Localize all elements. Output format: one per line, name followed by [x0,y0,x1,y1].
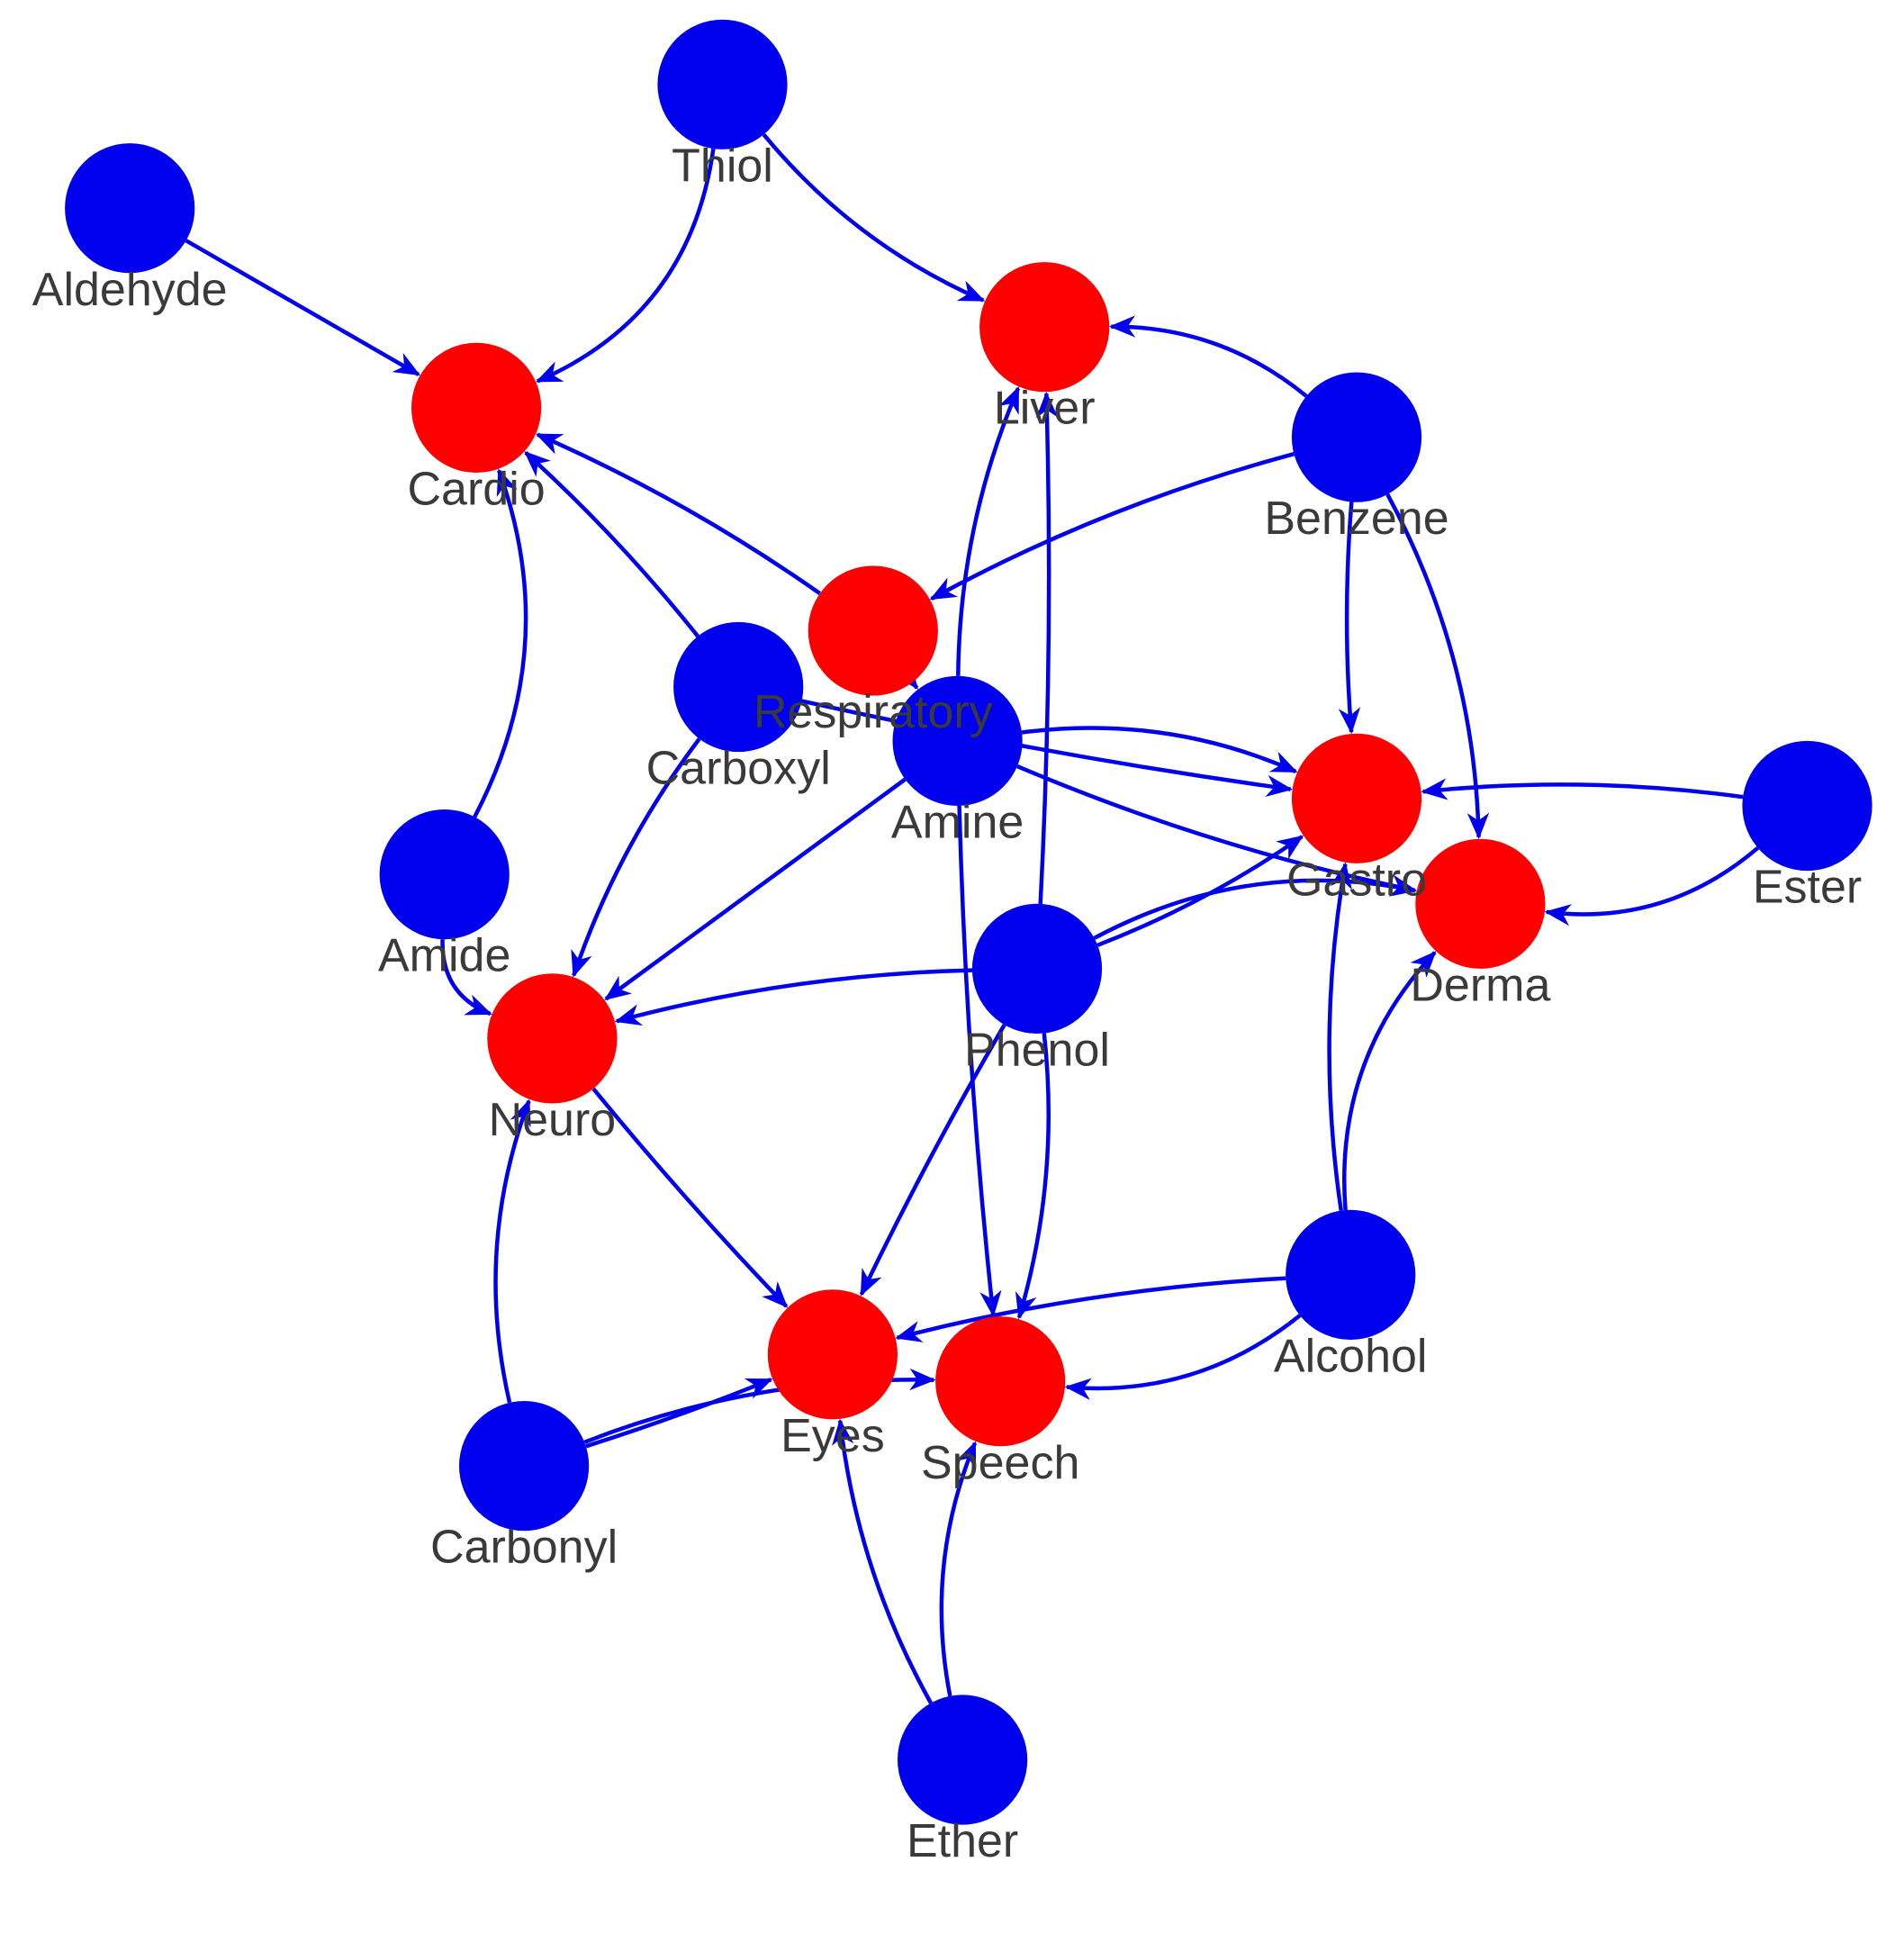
node-label-neuro: Neuro [489,1094,617,1146]
edge-amide-to-neuro [440,939,492,1017]
labels-layer: ThiolAldehydeBenzeneCarboxylAmineAmidePh… [32,140,1862,1867]
node-eyes[interactable] [767,1289,898,1420]
edge-respiratory-to-cardio [535,432,821,595]
edge-amine-to-gastro [1021,726,1298,773]
node-label-liver: Liver [994,383,1096,435]
node-gastro[interactable] [1291,733,1422,863]
edge-amine-to-derma [1016,764,1418,897]
node-label-respiratory: Respiratory [753,686,993,738]
edge-amide-to-cardio [473,468,528,818]
edge-ester-to-derma [1544,845,1760,926]
edge-ester-to-gastro [1421,778,1744,800]
node-label-derma: Derma [1410,959,1550,1011]
edge-amine-to-liver [956,386,1021,676]
nodes-layer [65,19,1872,1825]
node-aldehyde[interactable] [65,143,195,274]
edge-amine-to-speech [957,805,1002,1318]
node-speech[interactable] [935,1316,1066,1447]
edge-aldehyde-to-cardio [185,239,421,376]
edge-benzene-to-respiratory [929,452,1295,601]
node-respiratory[interactable] [808,565,938,696]
node-label-benzene: Benzene [1264,493,1448,545]
edge-amine-to-neuro [604,777,907,1001]
node-alcohol[interactable] [1286,1209,1416,1340]
edge-alcohol-to-derma [1342,951,1437,1211]
edge-thiol-to-cardio [535,148,716,384]
node-label-gastro: Gastro [1286,854,1427,906]
node-label-eyes: Eyes [781,1410,885,1462]
node-label-amide: Amide [378,930,510,982]
node-thiol[interactable] [657,19,788,149]
node-label-ether: Ether [907,1815,1018,1867]
edge-alcohol-to-speech [1064,1314,1302,1400]
edge-alcohol-to-gastro [1327,862,1352,1211]
node-benzene[interactable] [1291,372,1422,502]
node-ester[interactable] [1742,740,1872,872]
edge-carbonyl-to-neuro [493,1098,531,1404]
edge-alcohol-to-eyes [895,1276,1286,1342]
edge-phenol-to-derma [1093,874,1418,940]
node-label-carboxyl: Carboxyl [646,743,831,795]
node-amide[interactable] [379,809,510,940]
node-label-aldehyde: Aldehyde [32,264,228,316]
node-label-amine: Amine [891,796,1024,848]
edge-carboxyl-to-neuro [571,737,701,978]
node-label-phenol: Phenol [964,1024,1110,1076]
edge-phenol-to-speech [1015,1033,1051,1320]
node-label-speech: Speech [921,1437,1079,1489]
edge-ether-to-eyes [832,1418,933,1704]
node-cardio[interactable] [411,342,542,473]
edge-phenol-to-eyes [859,1024,1006,1297]
edge-phenol-to-liver [1035,391,1059,905]
node-liver[interactable] [979,262,1110,393]
edge-respiratory-to-amine [893,662,919,691]
node-carbonyl[interactable] [458,1401,590,1532]
node-derma[interactable] [1415,838,1546,969]
edges-layer [185,132,1760,1704]
node-label-cardio: Cardio [408,464,546,516]
edge-carbonyl-to-eyes [585,1378,773,1449]
edge-carboxyl-to-cardio [524,451,699,638]
edge-thiol-to-liver [762,132,986,303]
node-label-carbonyl: Carbonyl [430,1522,618,1574]
node-amine[interactable] [892,675,1023,807]
node-phenol[interactable] [971,903,1103,1034]
edge-benzene-to-gastro [1338,502,1361,735]
edge-ether-to-speech [939,1441,978,1697]
edge-phenol-to-gastro [1096,835,1304,947]
node-neuro[interactable] [487,973,618,1104]
node-ether[interactable] [898,1695,1028,1825]
node-carboxyl[interactable] [673,621,804,753]
edge-neuro-to-eyes [591,1087,789,1308]
node-label-alcohol: Alcohol [1274,1331,1428,1383]
node-label-thiol: Thiol [672,140,773,192]
edge-phenol-to-neuro [614,968,973,1026]
edge-benzene-to-liver [1108,315,1308,398]
node-label-ester: Ester [1753,862,1862,914]
